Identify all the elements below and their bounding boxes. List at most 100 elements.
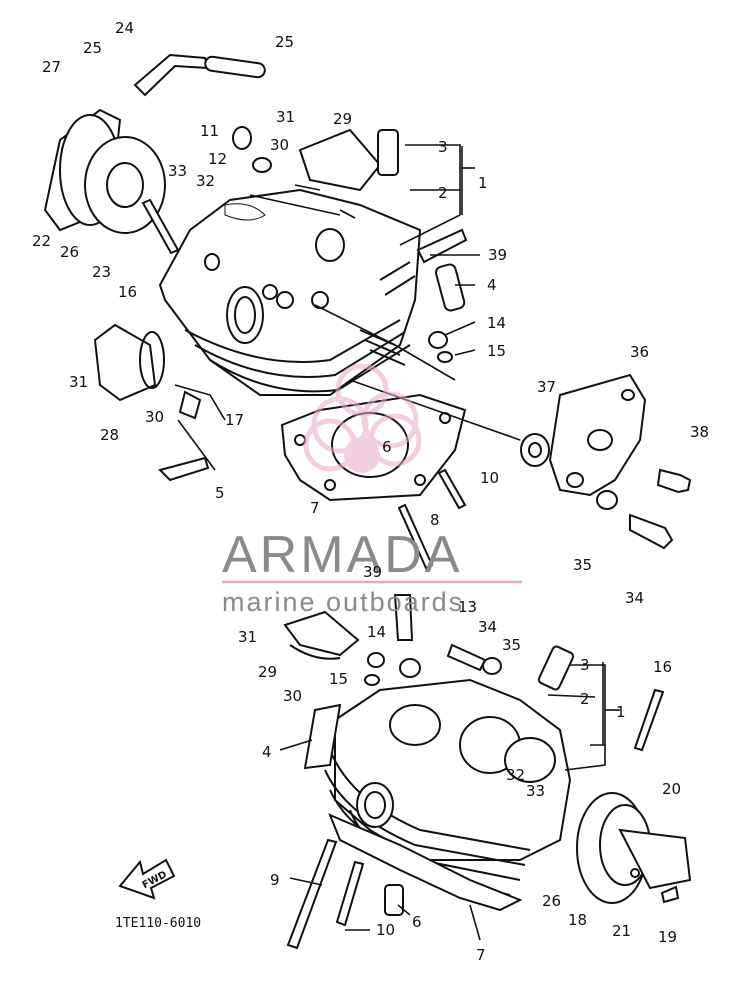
armada-watermark: ARMADA marine outboards (222, 363, 522, 617)
callout-25: 25 (83, 39, 102, 57)
bolt-19 (660, 885, 680, 904)
cylinder-head-gasket-lower (328, 813, 523, 912)
callout-numbers: 24 25 25 27 31 29 11 30 3 12 1 2 33 32 2… (32, 19, 709, 964)
spark-plug-upper (416, 228, 468, 264)
callout-38: 38 (690, 423, 709, 441)
nut-11 (232, 126, 252, 150)
callout-33: 33 (526, 782, 545, 800)
callout-29: 29 (258, 663, 277, 681)
callout-16: 16 (118, 283, 137, 301)
stud-10-lower (335, 860, 365, 927)
stud-16-lower (633, 688, 665, 752)
callout-31: 31 (69, 373, 88, 391)
armada-logo-emblem (303, 363, 422, 473)
callout-31: 31 (276, 108, 295, 126)
callout-2: 2 (438, 184, 448, 202)
callout-26: 26 (542, 892, 561, 910)
washer-35-lower (482, 657, 502, 675)
callout-14: 14 (367, 623, 386, 641)
callout-39: 39 (488, 246, 507, 264)
stud-17 (178, 390, 202, 420)
callout-34: 34 (478, 618, 497, 636)
callout-32: 32 (196, 172, 215, 190)
watermark-tagline: marine outboards (222, 587, 464, 617)
callout-17: 17 (225, 411, 244, 429)
washer-15-upper (437, 351, 453, 363)
callout-11: 11 (200, 122, 219, 140)
callout-7: 7 (310, 499, 320, 517)
washer-35-upper (596, 490, 618, 510)
callout-30: 30 (270, 136, 289, 154)
callout-2: 2 (580, 690, 590, 708)
callout-29: 29 (333, 110, 352, 128)
callout-16: 16 (653, 658, 672, 676)
callout-18: 18 (568, 911, 587, 929)
side-cover-assembly-upper (43, 108, 166, 234)
callout-31: 31 (238, 628, 257, 646)
callout-36: 36 (630, 343, 649, 361)
hose-section (204, 55, 266, 79)
callout-23: 23 (92, 263, 111, 281)
callout-34: 34 (625, 589, 644, 607)
callout-15: 15 (329, 670, 348, 688)
callout-5: 5 (215, 484, 225, 502)
callout-4: 4 (487, 276, 497, 294)
nut-13 (399, 658, 421, 678)
callout-20: 20 (662, 780, 681, 798)
bolt-38 (656, 468, 692, 494)
sleeve-3-lower (537, 645, 575, 691)
nut-14-lower (367, 652, 385, 668)
nut-14-upper (428, 331, 448, 349)
callout-39: 39 (363, 563, 382, 581)
pipe-5 (158, 456, 210, 482)
cover-29-upper (298, 128, 382, 192)
callout-27: 27 (42, 58, 61, 76)
stud-9 (286, 838, 338, 950)
washer-12 (252, 157, 272, 173)
callout-15: 15 (487, 342, 506, 360)
callout-37: 37 (537, 378, 556, 396)
spark-plug-lower (393, 594, 414, 641)
stud-8-upper (397, 503, 434, 570)
callout-12: 12 (208, 150, 227, 168)
leader-lines-lower (279, 664, 620, 941)
callout-4: 4 (262, 743, 272, 761)
callout-8: 8 (430, 511, 440, 529)
callout-13: 13 (458, 598, 477, 616)
bolt-34-upper (629, 513, 674, 550)
callout-9: 9 (270, 871, 280, 889)
callout-21: 21 (612, 922, 631, 940)
watermark-brand: ARMADA (222, 526, 462, 584)
bolt-34-lower (446, 643, 487, 672)
callout-25: 25 (275, 33, 294, 51)
upper-cylinder-head (158, 188, 422, 396)
callout-24: 24 (115, 19, 134, 37)
callout-7: 7 (476, 946, 486, 964)
callout-10: 10 (376, 921, 395, 939)
tube-4-upper (434, 263, 466, 312)
callout-30: 30 (145, 408, 164, 426)
side-cover-assembly-lower (576, 792, 692, 904)
sleeve-3-upper (377, 129, 399, 176)
callout-30: 30 (283, 687, 302, 705)
callout-3: 3 (438, 138, 448, 156)
tube-4-lower (303, 703, 342, 770)
cover-29-lower (283, 610, 360, 657)
callout-26: 26 (60, 243, 79, 261)
callout-22: 22 (32, 232, 51, 250)
callout-3: 3 (580, 656, 590, 674)
callout-14: 14 (487, 314, 506, 332)
callout-10: 10 (480, 469, 499, 487)
stud-10-upper (437, 468, 467, 510)
callout-35: 35 (502, 636, 521, 654)
callout-19: 19 (658, 928, 677, 946)
fwd-arrow-icon: FWD (118, 858, 176, 900)
callout-6: 6 (382, 438, 392, 456)
diagram-code: 1TE110-6010 (115, 916, 201, 931)
callout-6: 6 (412, 913, 422, 931)
cover-28 (93, 323, 157, 402)
callout-28: 28 (100, 426, 119, 444)
leader-lines-upper (174, 144, 521, 471)
breather-hose (133, 53, 210, 97)
